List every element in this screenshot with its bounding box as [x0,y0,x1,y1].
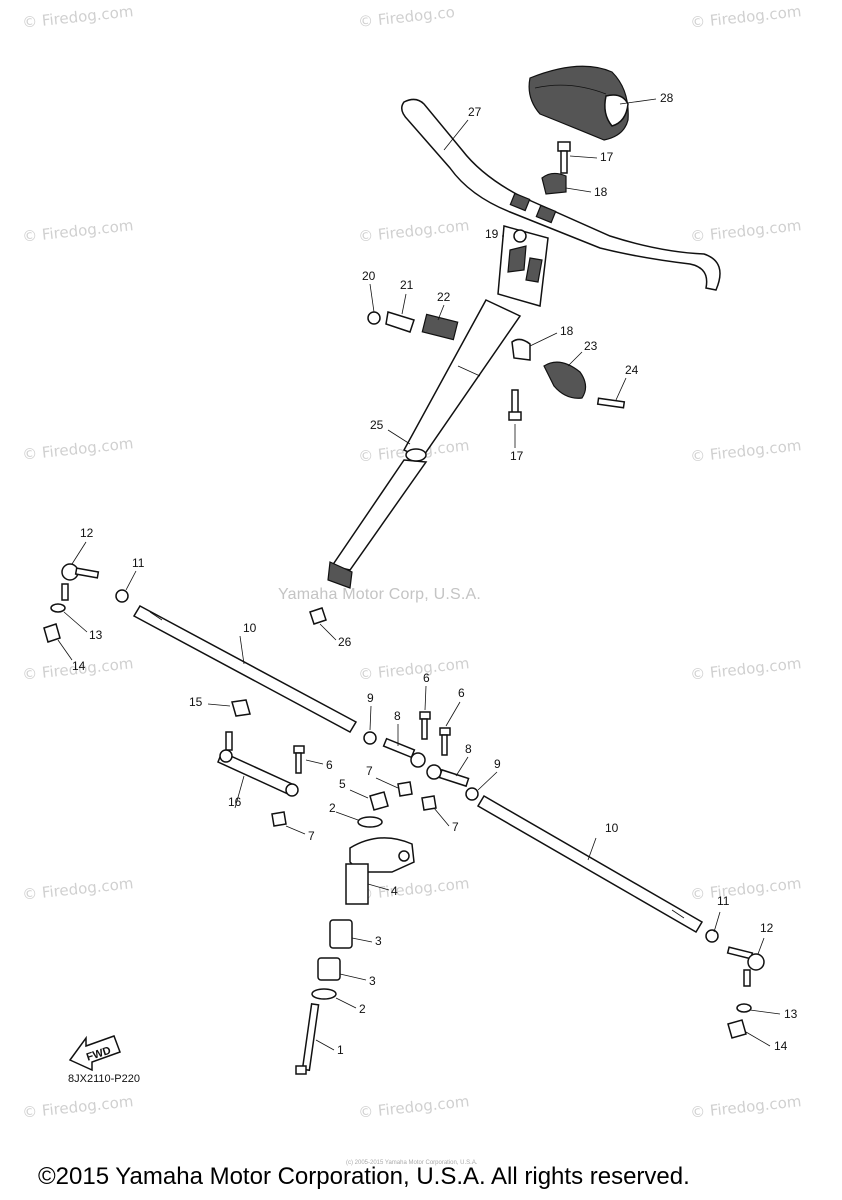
part-8-adjuster-left [382,737,426,768]
part-4-steering-arm [345,837,415,905]
part-3-bushing-upper [329,919,353,949]
part-7-nut-c [271,811,287,827]
part-24-bolt [596,397,626,409]
callout-label-14: 14 [774,1039,788,1053]
part-2-washer-lower [311,988,337,1000]
callout-label-26: 26 [338,635,352,649]
part-6-bolt-a [419,711,431,740]
callout-label-6: 6 [423,671,430,685]
fwd-arrow-icon: FWD [68,1035,121,1072]
callout-label-2: 2 [329,801,336,815]
callout-label-2: 2 [359,1002,366,1016]
callout-label-4: 4 [391,884,398,898]
part-10-tie-rod-left [132,605,358,733]
part-18-handlebar-holder-upper [541,172,567,195]
callout-label-14: 14 [72,659,86,673]
part-12-tie-rod-end-left [61,563,100,601]
part-17-bolt-upper [557,141,571,174]
callout-label-11: 11 [132,556,145,570]
part-22-bushing [421,313,459,341]
part-26-nut [309,607,327,625]
callout-label-17: 17 [600,150,614,164]
part-25-steering-column [327,299,522,589]
part-11-nut-right [705,929,719,943]
callout-label-6: 6 [326,758,333,772]
callout-label-7: 7 [308,829,315,843]
part-13-washer-right [736,1003,752,1013]
part-1-long-bolt [295,1003,320,1075]
callout-label-24: 24 [625,363,639,377]
callout-label-23: 23 [584,339,598,353]
callout-label-7: 7 [366,764,373,778]
part-7-nut-a [397,781,413,797]
part-10-tie-rod-right [476,794,704,934]
callout-label-13: 13 [784,1007,798,1021]
part-18-handlebar-holder-lower [511,338,531,361]
part-7-nut-b [421,795,437,811]
part-3-bushing-lower [317,957,341,981]
callout-label-9: 9 [494,757,501,771]
callout-label-6: 6 [458,686,465,700]
callout-label-9: 9 [367,691,374,705]
part-9-nut-left [363,731,377,745]
center-watermark: Yamaha Motor Corp, U.S.A. [278,586,481,603]
part-9-nut-right [465,787,479,801]
callout-label-22: 22 [437,290,451,304]
part-14-nut-right [727,1019,747,1039]
part-14-nut-left [43,623,61,643]
part-6-bolt-c [293,745,305,774]
tiny-copyright: (c) 2005-2015 Yamaha Motor Corporation, … [346,1160,478,1166]
callout-label-16: 16 [228,795,242,809]
part-15-nut [231,699,251,717]
part-23-bracket [543,361,587,399]
part-5-nut [369,791,389,811]
callout-label-10: 10 [243,621,257,635]
callout-label-8: 8 [465,742,472,756]
callout-label-12: 12 [760,921,774,935]
leader-lines [57,98,781,1051]
part-16-drag-link [217,731,299,797]
callout-label-8: 8 [394,709,401,723]
callout-label-7: 7 [452,820,459,834]
part-21-joint [385,311,415,333]
part-11-nut-left [115,589,129,603]
diagram-code: 8JX2110-P220 [68,1073,140,1085]
copyright-footer: ©2015 Yamaha Motor Corporation, U.S.A. A… [38,1163,690,1190]
part-6-bolt-b [439,727,451,756]
part-27-handlebar [401,98,721,291]
callout-label-27: 27 [468,105,482,119]
callout-label-12: 12 [80,526,94,540]
callout-label-20: 20 [362,269,376,283]
part-12-tie-rod-end-right [726,946,765,987]
callout-label-21: 21 [400,278,414,292]
callout-label-18: 18 [594,185,608,199]
part-17-bolt-lower [508,389,522,421]
callout-label-5: 5 [339,777,346,791]
callout-label-3: 3 [369,974,376,988]
callout-label-11: 11 [717,894,730,908]
callout-label-17: 17 [510,449,524,463]
callout-label-10: 10 [605,821,619,835]
part-2-washer-upper [357,816,383,828]
part-8-adjuster-right [426,764,470,788]
callout-label-28: 28 [660,91,674,105]
part-13-washer-left [50,603,66,613]
callout-label-13: 13 [89,628,103,642]
callout-label-25: 25 [370,418,384,432]
part-19-handlebar-crown [497,225,549,307]
part-28-handlebar-pad [528,65,629,141]
callout-label-3: 3 [375,934,382,948]
callout-label-19: 19 [485,227,499,241]
callout-label-1: 1 [337,1043,344,1057]
callout-label-15: 15 [189,695,203,709]
callout-label-18: 18 [560,324,574,338]
part-20-nut [367,311,381,325]
